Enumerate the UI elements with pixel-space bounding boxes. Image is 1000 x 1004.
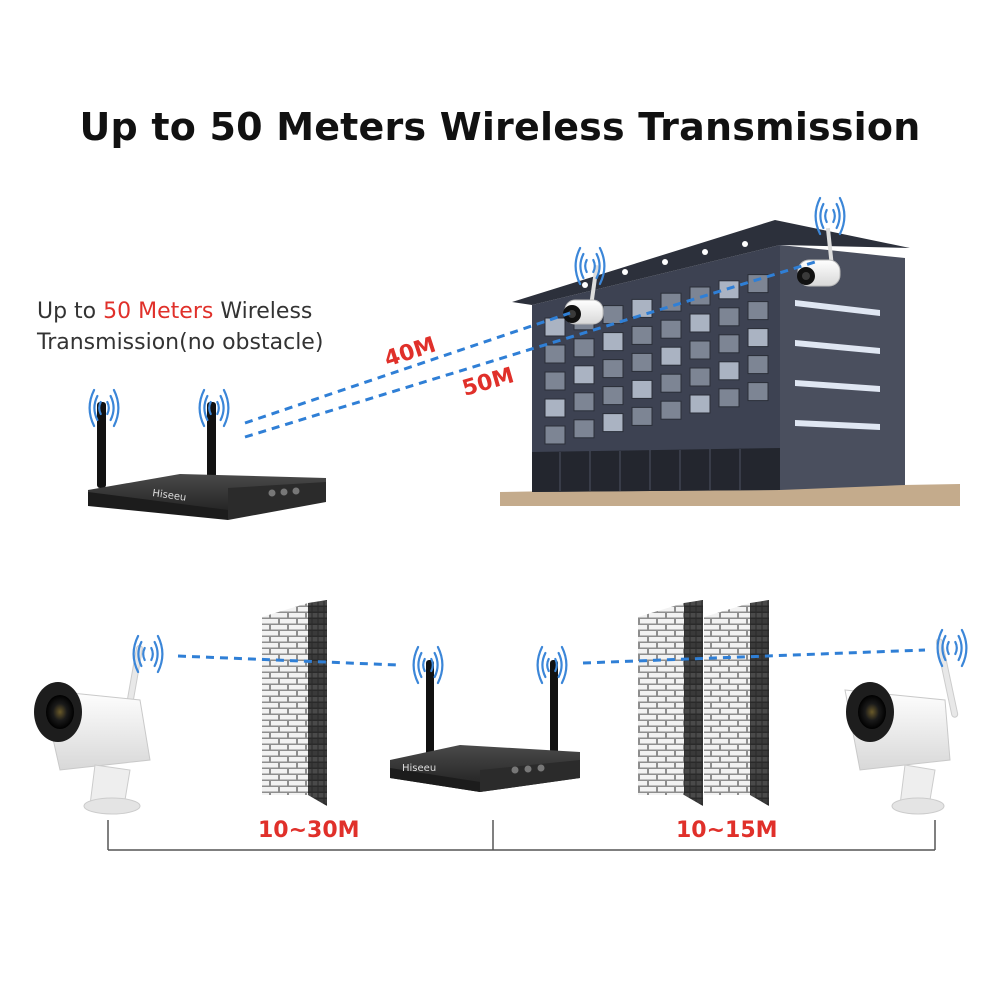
building-window (544, 398, 566, 418)
building-window (544, 371, 566, 391)
building-window (689, 394, 711, 414)
building-window (718, 307, 740, 327)
wifi-signal-icon (198, 388, 230, 428)
building-window (573, 419, 595, 439)
building-window (544, 344, 566, 364)
building-window (718, 361, 740, 381)
building-window (573, 338, 595, 358)
wifi-signal-icons (88, 196, 968, 685)
nvr-bottom-brand: Hiseeu (402, 763, 436, 774)
dimension-line (107, 820, 936, 851)
link-lines-top (244, 260, 816, 439)
building (500, 220, 960, 506)
link-lines-bottom (177, 648, 926, 667)
caption-prefix: Up to (37, 299, 97, 324)
distance-label-right: 10~15M (676, 818, 778, 843)
wifi-signal-icon (536, 645, 568, 685)
camera-building-left (563, 264, 604, 325)
building-window (660, 346, 682, 366)
wifi-signal-icon (132, 634, 164, 674)
building-window (747, 301, 769, 321)
building-window (631, 325, 653, 345)
building-window (544, 317, 566, 337)
building-window (602, 359, 624, 379)
building-window (660, 400, 682, 420)
nvr-top-brand: Hiseeu (152, 488, 187, 504)
building-window (631, 379, 653, 399)
building-window (747, 355, 769, 375)
nvr-bottom: Hiseeu (390, 660, 580, 792)
building-window (660, 373, 682, 393)
wall-right-2 (704, 600, 769, 806)
building-window (631, 352, 653, 372)
building-window (602, 332, 624, 352)
camera-bottom-right (844, 638, 959, 815)
building-window (631, 406, 653, 426)
building-window (747, 382, 769, 402)
wifi-signal-icon (814, 196, 846, 236)
building-window (689, 313, 711, 333)
wifi-signal-icon (88, 388, 120, 428)
distance-label-left: 10~30M (258, 818, 360, 843)
camera-bottom-left (34, 645, 151, 815)
building-window (660, 319, 682, 339)
wifi-signal-icon (574, 246, 606, 286)
building-window (747, 274, 769, 294)
wall-right-1 (638, 600, 703, 806)
camera-building-right (797, 227, 841, 287)
building-window (544, 425, 566, 445)
building-window (573, 392, 595, 412)
building-window (602, 386, 624, 406)
building-window (689, 340, 711, 360)
page-title: Up to 50 Meters Wireless Transmission (79, 105, 921, 149)
building-window (602, 413, 624, 433)
building-window (747, 328, 769, 348)
wifi-signal-icon (936, 628, 968, 668)
nvr-top: Hiseeu (88, 402, 326, 520)
building-window (573, 365, 595, 385)
building-window (689, 367, 711, 387)
wall-left (262, 600, 327, 806)
building-window (718, 334, 740, 354)
range-caption: Up to 50 Meters Wireless Transmission(no… (37, 296, 323, 358)
caption-suffix: Wireless (220, 299, 313, 324)
caption-line2: Transmission(no obstacle) (37, 330, 324, 355)
building-window (631, 298, 653, 318)
wifi-signal-icon (412, 645, 444, 685)
caption-highlight: 50 Meters (103, 299, 214, 324)
building-window (718, 388, 740, 408)
